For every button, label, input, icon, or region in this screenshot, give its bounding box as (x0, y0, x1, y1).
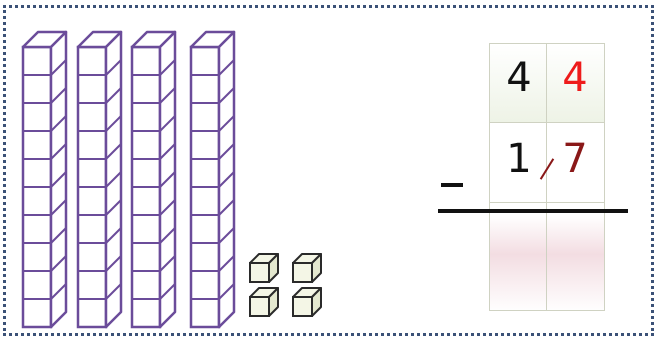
top-ones-digit: 4 (562, 55, 588, 101)
bottom-ones-digit: 7 (562, 136, 588, 182)
ones-cube (292, 287, 322, 317)
row-divider-top (490, 122, 604, 123)
ones-cube (249, 253, 279, 283)
row-divider-bottom (490, 202, 604, 203)
bottom-tens-digit: 1 (506, 136, 532, 182)
top-tens-digit: 4 (506, 55, 532, 101)
column-divider (546, 44, 547, 310)
tens-rod (76, 30, 123, 329)
tens-rod (21, 30, 68, 329)
tens-rod (189, 30, 236, 329)
top-row-band (490, 44, 604, 122)
tens-rod (130, 30, 177, 329)
answer-line (438, 209, 628, 213)
answer-row-band (490, 216, 604, 310)
minus-sign (441, 183, 463, 187)
ones-cube (249, 287, 279, 317)
worksheet-frame (3, 5, 654, 336)
ones-cube (292, 253, 322, 283)
place-value-grid (489, 43, 605, 311)
